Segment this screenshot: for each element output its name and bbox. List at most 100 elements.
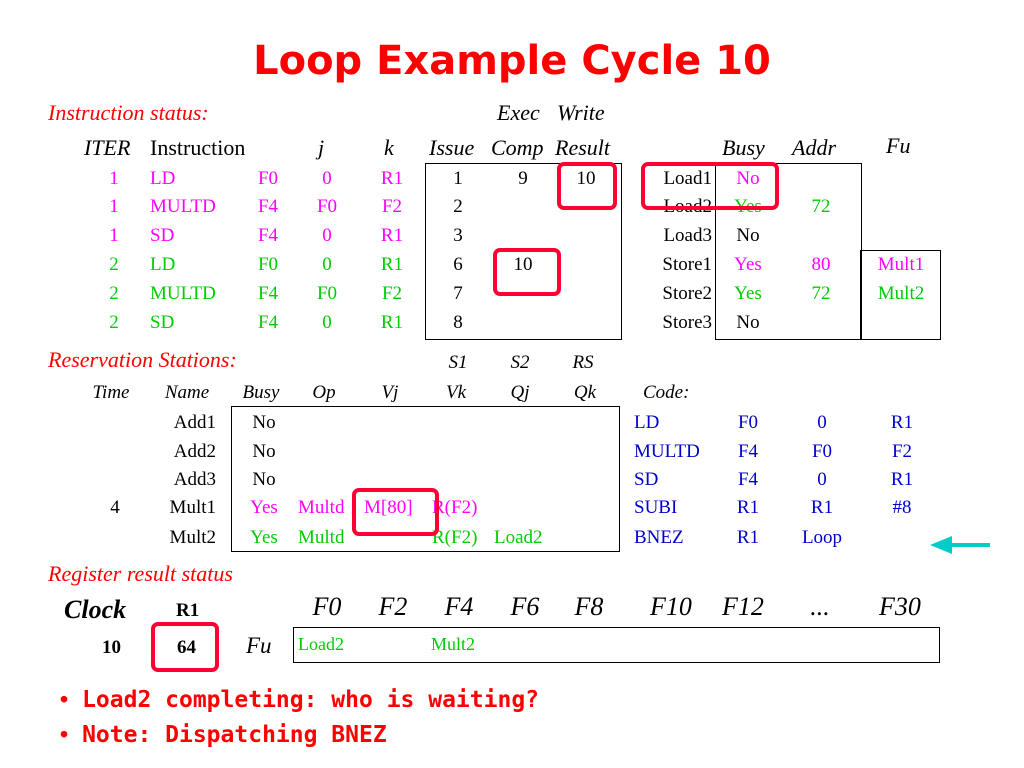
instr-issue: 7 <box>453 283 463 304</box>
instr-iter: 2 <box>109 283 119 304</box>
buffer-name: Load1 <box>663 168 712 189</box>
rs-name: Add3 <box>173 469 216 490</box>
write-header: Write <box>557 100 605 125</box>
rs-header: RS <box>572 352 594 373</box>
highlight-write-result <box>557 162 617 210</box>
result-header: Result <box>555 135 610 160</box>
code-arg1: F0 <box>737 412 759 433</box>
instr-j: 0 <box>322 312 332 333</box>
code-arg2: 0 <box>817 469 827 490</box>
rs-op: Multd <box>298 497 345 518</box>
code-op: MULTD <box>634 441 700 462</box>
rs-vk: R(F2) <box>432 497 478 518</box>
instr-j: 0 <box>322 225 332 246</box>
code-arg3: F2 <box>891 441 913 462</box>
instr-op: MULTD <box>150 283 216 304</box>
instr-k: R1 <box>380 225 404 246</box>
buffer-busy: Yes <box>734 283 762 304</box>
code-arg1: R1 <box>736 527 760 548</box>
vk-header: Vk <box>445 382 467 403</box>
instruction-status-table <box>425 163 622 340</box>
rs-time: 4 <box>110 497 120 518</box>
buffer-busy: Yes <box>734 254 762 275</box>
register-header: F0 <box>312 592 342 621</box>
r1-value: 64 <box>177 637 196 658</box>
op-header: Op <box>312 382 336 403</box>
instr-k: R1 <box>380 312 404 333</box>
instr-dest: F4 <box>257 283 279 304</box>
rs-busy: No <box>252 412 276 433</box>
buffer-name: Store1 <box>662 254 712 275</box>
rs-busy: No <box>252 441 276 462</box>
instr-iter: 1 <box>109 168 119 189</box>
instr-k: R1 <box>380 254 404 275</box>
highlight-mult1-vj <box>352 488 439 536</box>
load-store-table <box>715 163 862 340</box>
instr-issue: 2 <box>453 196 463 217</box>
rs-busy: Yes <box>250 497 278 518</box>
code-arg2: F0 <box>811 441 833 462</box>
rs-busy: No <box>252 469 276 490</box>
buffer-addr: 72 <box>811 283 831 304</box>
buffer-addr: 80 <box>811 254 831 275</box>
register-header: ... <box>810 592 830 621</box>
instr-dest: F4 <box>257 196 279 217</box>
register-status-table <box>293 627 940 663</box>
iter-header: ITER <box>84 135 131 160</box>
instr-op: LD <box>150 168 176 189</box>
buffer-name: Load3 <box>663 225 712 246</box>
instr-issue: 8 <box>453 312 463 333</box>
instr-dest: F0 <box>257 168 279 189</box>
register-fu-value: Mult2 <box>431 634 476 654</box>
instr-dest: F4 <box>257 312 279 333</box>
rs-name: Mult1 <box>169 497 216 518</box>
busy-header: Busy <box>722 135 765 160</box>
slide-title: Loop Example Cycle 10 <box>253 38 771 84</box>
register-header: F12 <box>722 592 764 621</box>
addr-header: Addr <box>792 135 836 160</box>
s2-header: S2 <box>510 352 530 373</box>
reservation-stations-table <box>231 406 620 552</box>
instr-j: 0 <box>322 168 332 189</box>
buffer-name: Store3 <box>662 312 712 333</box>
highlight-comp-10 <box>493 248 561 296</box>
instr-j: 0 <box>322 254 332 275</box>
register-header: F2 <box>378 592 408 621</box>
register-header: F6 <box>510 592 540 621</box>
instruction-status-label: Instruction status: <box>48 100 209 125</box>
qj-header: Qj <box>510 382 530 403</box>
instr-iter: 2 <box>109 312 119 333</box>
register-header: F8 <box>574 592 604 621</box>
buffer-name: Store2 <box>662 283 712 304</box>
s1-header: S1 <box>448 352 468 373</box>
instr-k: R1 <box>380 168 404 189</box>
register-header: F10 <box>650 592 692 621</box>
store-fu-table <box>860 250 941 340</box>
instr-j: F0 <box>316 196 338 217</box>
code-arg1: F4 <box>737 441 759 462</box>
instr-op: SD <box>150 312 175 333</box>
exec-header: Exec <box>497 100 540 125</box>
fu-header: Fu <box>886 133 911 158</box>
instr-issue: 3 <box>453 225 463 246</box>
code-arg2: R1 <box>810 497 834 518</box>
buffer-addr: 72 <box>811 196 831 217</box>
buffer-busy: No <box>736 225 760 246</box>
buffer-busy: No <box>736 312 760 333</box>
left-arrow-icon <box>930 536 990 554</box>
buffer-fu: Mult1 <box>877 254 925 275</box>
register-header: F4 <box>444 592 474 621</box>
rs-op: Multd <box>298 527 345 548</box>
buffer-busy: No <box>736 168 760 189</box>
instr-op: MULTD <box>150 196 216 217</box>
instr-op: SD <box>150 225 175 246</box>
fu-row-label: Fu <box>246 633 272 658</box>
highlight-r1-value <box>151 622 219 672</box>
bullet-2: •Note: Dispatching BNEZ <box>60 721 387 748</box>
instr-comp: 9 <box>518 168 528 189</box>
code-arg2: 0 <box>817 412 827 433</box>
instruction-header: Instruction <box>150 135 246 160</box>
rs-busy: Yes <box>250 527 278 548</box>
bullet-1: •Load2 completing: who is waiting? <box>60 686 540 713</box>
rs-name: Add2 <box>173 441 216 462</box>
